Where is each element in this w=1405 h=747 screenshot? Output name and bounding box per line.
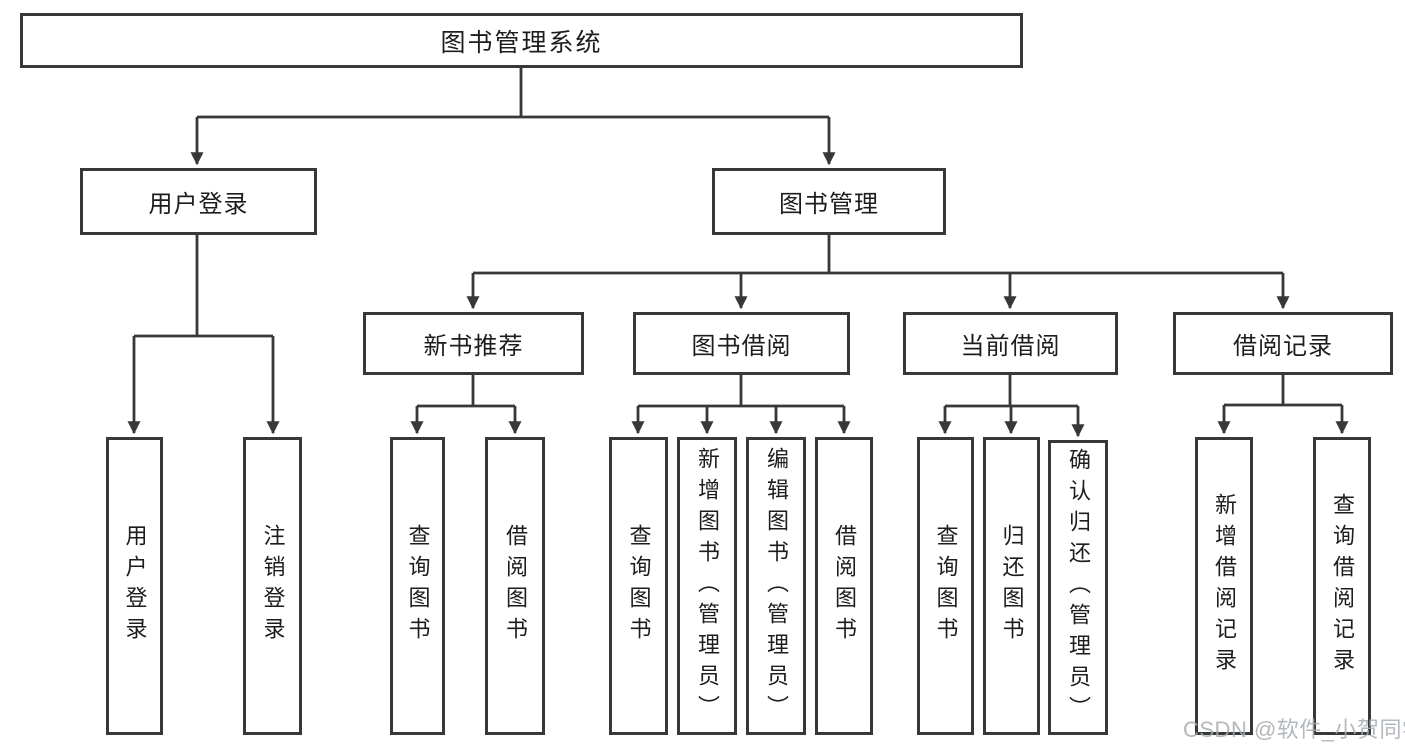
node-borrowing-records: 借阅记录 [1173, 312, 1393, 375]
node-label: 当前借阅 [960, 333, 1061, 360]
node-label: 图书管理系统 [440, 28, 603, 57]
node-leaf-logout: 注销登录 [243, 437, 302, 735]
node-label: 确认归还（管理员） [1066, 448, 1091, 727]
node-label: 图书借阅 [691, 333, 792, 360]
node-label: 编辑图书（管理员） [764, 446, 789, 726]
node-leaf-borrowing-query-book: 查询图书 [609, 437, 668, 735]
node-current-borrowing: 当前借阅 [903, 312, 1118, 375]
node-user-login: 用户登录 [80, 168, 317, 235]
node-label: 新增借阅记录 [1212, 493, 1237, 679]
node-leaf-query-borrow-record: 查询借阅记录 [1313, 437, 1371, 735]
node-leaf-add-borrow-record: 新增借阅记录 [1195, 437, 1253, 735]
node-book-management: 图书管理 [712, 168, 946, 235]
node-leaf-return-book: 归还图书 [983, 437, 1040, 735]
node-label: 新书推荐 [423, 333, 524, 360]
node-label: 借阅图书 [503, 524, 528, 648]
node-leaf-current-query-book: 查询图书 [917, 437, 974, 735]
node-leaf-recommend-query-book: 查询图书 [390, 437, 445, 735]
node-leaf-edit-book-admin: 编辑图书（管理员） [746, 437, 806, 735]
node-label: 查询图书 [933, 524, 959, 648]
node-library-management-system: 图书管理系统 [20, 13, 1023, 68]
node-label: 查询图书 [405, 524, 431, 648]
node-label: 图书管理 [779, 191, 879, 218]
node-label: 查询借阅记录 [1330, 493, 1355, 679]
node-leaf-add-book-admin: 新增图书（管理员） [677, 437, 737, 735]
node-leaf-confirm-return-admin: 确认归还（管理员） [1048, 440, 1108, 735]
node-label: 新增图书（管理员） [695, 446, 720, 726]
node-label: 借阅图书 [832, 524, 857, 648]
node-new-book-recommend: 新书推荐 [363, 312, 584, 375]
node-label: 用户登录 [148, 191, 249, 218]
node-label: 用户登录 [122, 524, 148, 648]
node-label: 注销登录 [260, 524, 286, 648]
node-label: 查询图书 [626, 524, 652, 648]
node-leaf-recommend-borrow-book: 借阅图书 [485, 437, 545, 735]
node-label: 归还图书 [999, 524, 1025, 648]
node-label: 借阅记录 [1233, 333, 1333, 360]
csdn-watermark: CSDN @软件_小贺同学 [1183, 717, 1405, 742]
node-book-borrowing: 图书借阅 [633, 312, 850, 375]
node-leaf-user-login: 用户登录 [106, 437, 163, 735]
node-leaf-borrowing-borrow-book: 借阅图书 [815, 437, 873, 735]
